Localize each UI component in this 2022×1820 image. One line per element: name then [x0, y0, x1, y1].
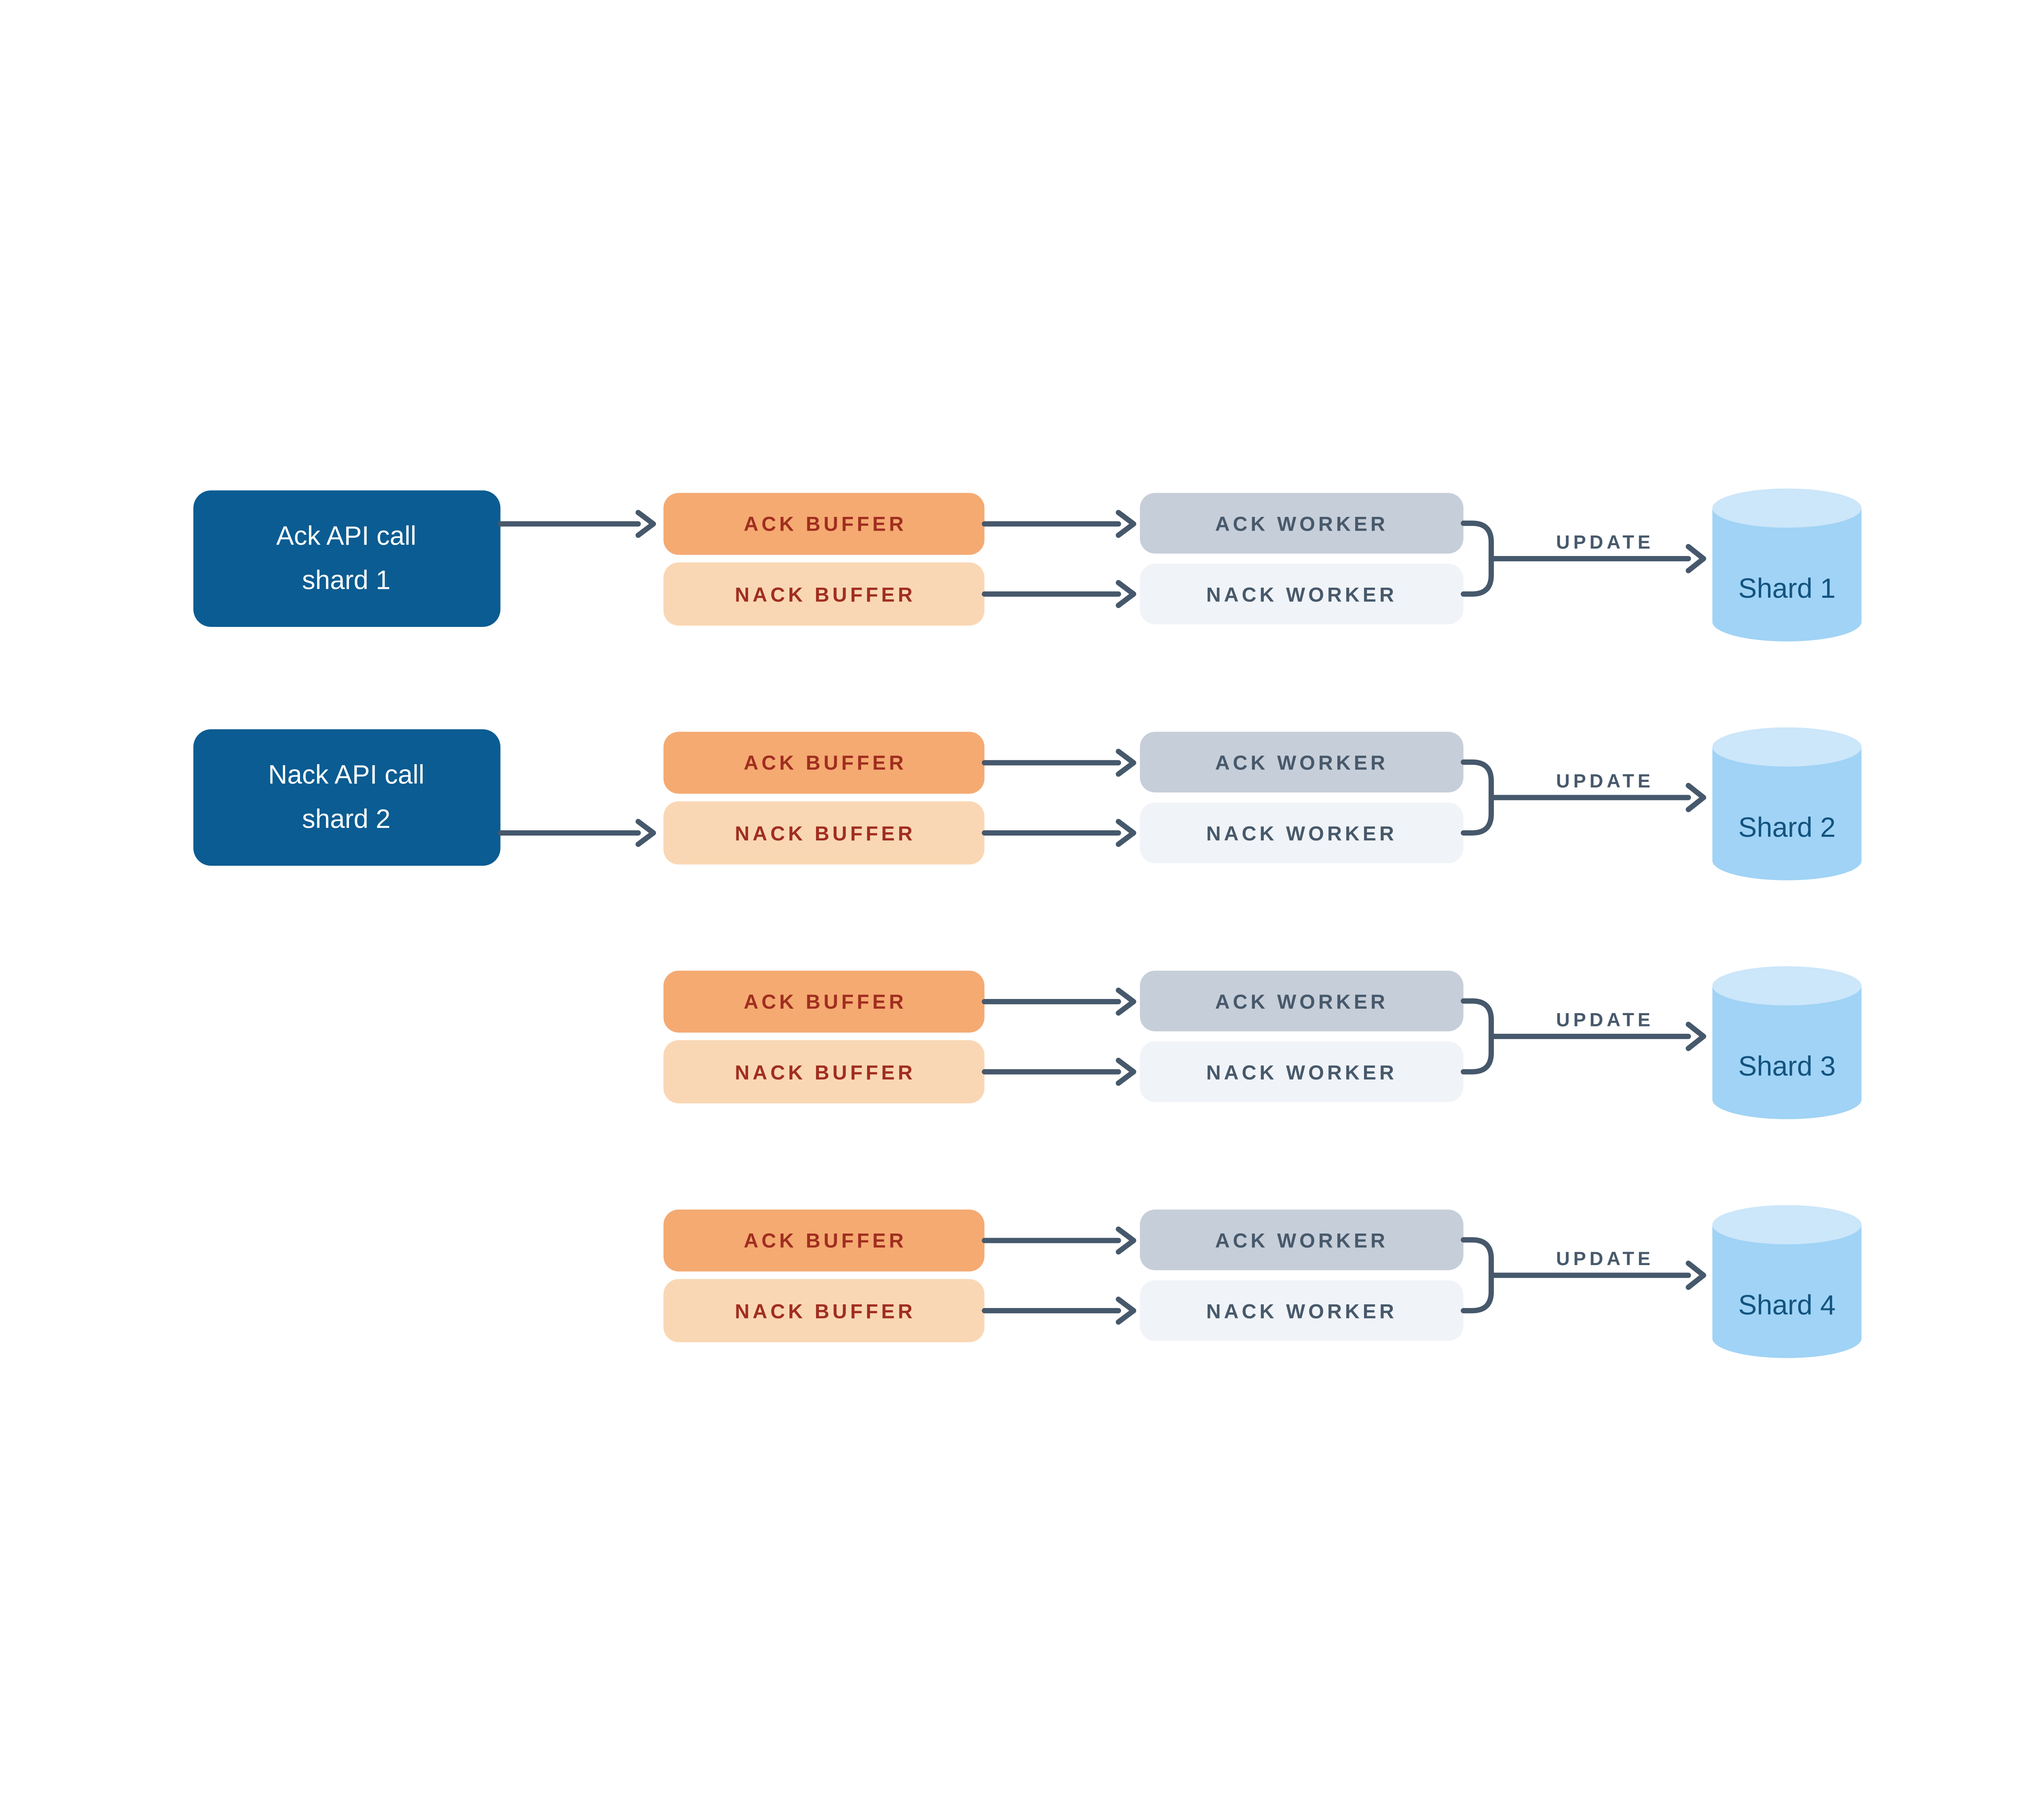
nack-worker-box — [1140, 1280, 1464, 1341]
cylinder-top — [1712, 966, 1862, 1005]
shard-label: Shard 2 — [1738, 812, 1836, 843]
nack-buffer-box — [663, 801, 985, 865]
shard-database-icon: Shard 3 — [1712, 966, 1862, 1120]
ack-worker-box — [1140, 732, 1464, 793]
ack-worker-box — [1140, 1209, 1464, 1270]
nack-buffer-label: NACK BUFFER — [735, 584, 916, 606]
ack-worker-label: ACK WORKER — [1215, 513, 1388, 535]
update-label: UPDATE — [1556, 770, 1654, 791]
ack-buffer-box — [663, 732, 985, 794]
update-arrow — [1488, 783, 1707, 813]
shard-row-2: Nack API call shard 2 ACK BUFFER NACK BU… — [193, 727, 1862, 880]
worker-merge-bracket — [1461, 759, 1494, 836]
ack-buffer-box — [663, 1209, 985, 1272]
nack-worker-label: NACK WORKER — [1206, 822, 1397, 845]
shard-row-1: Ack API call shard 1 ACK BUFFER NACK BUF… — [193, 488, 1862, 641]
nack-buffer-to-worker-arrow — [981, 1296, 1136, 1325]
ack-worker-label: ACK WORKER — [1215, 990, 1388, 1013]
api-call-box — [193, 490, 501, 627]
nack-buffer-to-worker-arrow — [981, 1058, 1136, 1086]
nack-buffer-box — [663, 1040, 985, 1104]
nack-buffer-label: NACK BUFFER — [735, 822, 916, 845]
ack-buffer-label: ACK BUFFER — [744, 751, 907, 774]
worker-merge-bracket — [1461, 1237, 1494, 1314]
nack-buffer-label: NACK BUFFER — [735, 1300, 916, 1323]
update-arrow — [1488, 1260, 1707, 1290]
nack-worker-box — [1140, 1041, 1464, 1102]
api-call-box — [193, 729, 501, 866]
nack-buffer-to-worker-arrow — [981, 580, 1136, 608]
api-call-line2: shard 1 — [302, 565, 391, 595]
update-label: UPDATE — [1556, 531, 1654, 552]
ack-buffer-box — [663, 971, 985, 1033]
shard-row-3: ACK BUFFER NACK BUFFER ACK WORKER NACK W… — [663, 966, 1862, 1120]
api-call-line1: Nack API call — [268, 760, 425, 789]
ack-worker-box — [1140, 493, 1464, 554]
shard-row-4: ACK BUFFER NACK BUFFER ACK WORKER NACK W… — [663, 1205, 1862, 1358]
shard-database-icon: Shard 2 — [1712, 727, 1862, 880]
nack-buffer-box — [663, 562, 985, 626]
nack-worker-label: NACK WORKER — [1206, 1300, 1397, 1323]
ack-buffer-to-worker-arrow — [981, 1226, 1136, 1255]
api-to-buffer-arrow — [497, 819, 656, 847]
api-call-line1: Ack API call — [276, 521, 416, 550]
cylinder-top — [1712, 1205, 1862, 1244]
shard-label: Shard 4 — [1738, 1289, 1836, 1321]
ack-buffer-label: ACK BUFFER — [744, 990, 907, 1013]
ack-buffer-to-worker-arrow — [981, 510, 1136, 538]
api-call-line2: shard 2 — [302, 804, 391, 834]
nack-worker-box — [1140, 802, 1464, 863]
cylinder-top — [1712, 488, 1862, 528]
update-arrow — [1488, 1022, 1707, 1051]
nack-buffer-to-worker-arrow — [981, 819, 1136, 847]
ack-buffer-label: ACK BUFFER — [744, 1229, 907, 1252]
shard-database-icon: Shard 4 — [1712, 1205, 1862, 1358]
shard-label: Shard 1 — [1738, 573, 1836, 604]
ack-worker-label: ACK WORKER — [1215, 751, 1388, 774]
shard-database-icon: Shard 1 — [1712, 488, 1862, 641]
nack-buffer-label: NACK BUFFER — [735, 1061, 916, 1084]
nack-worker-label: NACK WORKER — [1206, 584, 1397, 606]
nack-buffer-box — [663, 1279, 985, 1342]
nack-worker-label: NACK WORKER — [1206, 1061, 1397, 1084]
nack-worker-box — [1140, 563, 1464, 624]
worker-merge-bracket — [1461, 998, 1494, 1075]
ack-buffer-to-worker-arrow — [981, 749, 1136, 777]
api-to-buffer-arrow — [497, 510, 656, 538]
ack-buffer-to-worker-arrow — [981, 987, 1136, 1016]
worker-merge-bracket — [1461, 521, 1494, 597]
ack-worker-label: ACK WORKER — [1215, 1229, 1388, 1252]
ack-worker-box — [1140, 971, 1464, 1031]
shard-label: Shard 3 — [1738, 1050, 1836, 1081]
cylinder-top — [1712, 727, 1862, 767]
ack-buffer-label: ACK BUFFER — [744, 513, 907, 535]
update-label: UPDATE — [1556, 1009, 1654, 1031]
update-label: UPDATE — [1556, 1248, 1654, 1269]
update-arrow — [1488, 544, 1707, 574]
ack-buffer-box — [663, 493, 985, 555]
